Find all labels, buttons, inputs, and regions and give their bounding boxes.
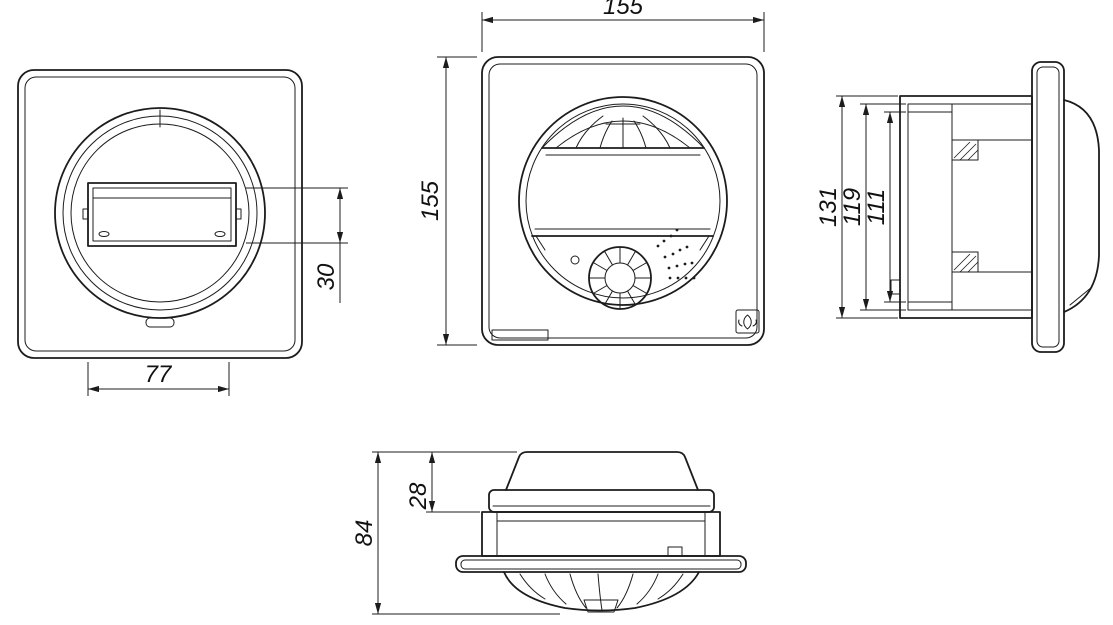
side-view: 131 119 111 — [815, 61, 1100, 353]
profile-fan-grille — [503, 571, 700, 613]
rear-ring-inner — [70, 123, 250, 303]
dimension-front-height: 155 — [417, 56, 477, 346]
dimension-side-depth-outer: 131 — [815, 95, 898, 319]
side-body — [890, 95, 1033, 319]
front-housing-inner-edge — [488, 63, 758, 339]
rear-ring-mid — [62, 115, 258, 311]
front-view: 155 155 — [417, 0, 765, 346]
profile-flange — [455, 555, 747, 573]
plate-inner — [92, 187, 232, 242]
dim-label-77: 77 — [145, 361, 173, 388]
dim-label-131: 131 — [815, 187, 842, 227]
dim-label-155-left: 155 — [417, 180, 444, 221]
rear-latch — [145, 317, 175, 328]
brand-logo-icon — [735, 309, 760, 334]
dimension-profile-dome-height: 28 — [405, 452, 480, 513]
plate-tab-left — [82, 208, 89, 220]
dim-label-111: 111 — [863, 189, 890, 225]
rear-housing-inner-edge — [24, 76, 296, 352]
side-flange-inner — [1036, 66, 1060, 348]
dimension-side-depth-mid: 119 — [839, 103, 906, 311]
plate-tab-right — [235, 208, 242, 220]
dimension-rear-opening-height: 30 — [246, 187, 348, 303]
plate-slot-left — [98, 231, 110, 237]
side-dome-profile — [1063, 99, 1100, 313]
dim-label-155-top: 155 — [603, 0, 644, 20]
dimension-rear-width: 77 — [87, 361, 230, 396]
dim-label-84: 84 — [351, 520, 378, 547]
front-bezel-outer — [518, 96, 728, 306]
dimension-side-depth-inner: 111 — [863, 111, 906, 303]
profile-flange-inner — [460, 559, 742, 570]
plate-slot-right — [214, 231, 226, 237]
front-housing-outline — [481, 56, 765, 346]
dim-label-30: 30 — [313, 263, 340, 290]
rear-housing-outline — [17, 69, 303, 359]
profile-view: 84 28 — [351, 451, 747, 615]
control-knob — [588, 246, 652, 310]
front-grille — [531, 105, 714, 251]
rear-ring-outer — [54, 107, 266, 319]
profile-dome — [505, 451, 699, 491]
dimension-front-width: 155 — [481, 0, 765, 52]
profile-body — [481, 511, 721, 557]
plate-outline — [87, 182, 237, 247]
front-bezel-inner — [525, 103, 721, 299]
dimension-profile-total-height: 84 — [351, 452, 560, 615]
dim-label-119: 119 — [839, 188, 866, 226]
rating-label — [491, 329, 549, 341]
side-dome-chamfer — [1069, 286, 1093, 306]
indicator-lamp — [570, 255, 580, 265]
dim-label-28: 28 — [405, 482, 432, 510]
rear-mounting-plate — [82, 182, 242, 247]
airflow-dots — [656, 228, 696, 280]
rear-view: 77 30 — [17, 69, 348, 396]
side-flange — [1031, 61, 1065, 353]
profile-collar — [488, 489, 715, 513]
